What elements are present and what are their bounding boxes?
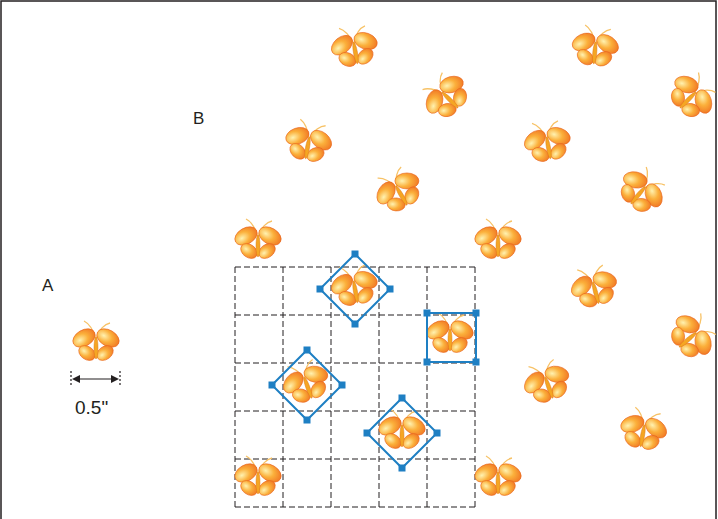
butterfly [608,158,676,224]
butterfly [515,353,579,411]
dimension-label: 0.5" [75,398,108,417]
butterfly [365,159,432,222]
butterfly [518,117,577,168]
butterfly [232,456,285,498]
part-label: A [42,277,53,294]
butterfly [70,321,123,363]
butterfly [412,62,479,129]
butterfly [567,24,623,71]
dimension [71,371,120,387]
butterfly [325,22,384,73]
butterfly [614,405,673,456]
part-label: B [193,110,204,127]
butterfly [274,353,338,411]
butterfly [472,219,525,261]
butterfly [658,62,718,129]
butterfly [472,456,525,498]
butterfly [659,302,718,370]
butterfly [232,219,285,261]
butterfly [563,260,625,315]
selection-handles [269,251,480,472]
butterfly [279,117,338,168]
butterfly [424,313,477,355]
butterflies [70,22,718,499]
